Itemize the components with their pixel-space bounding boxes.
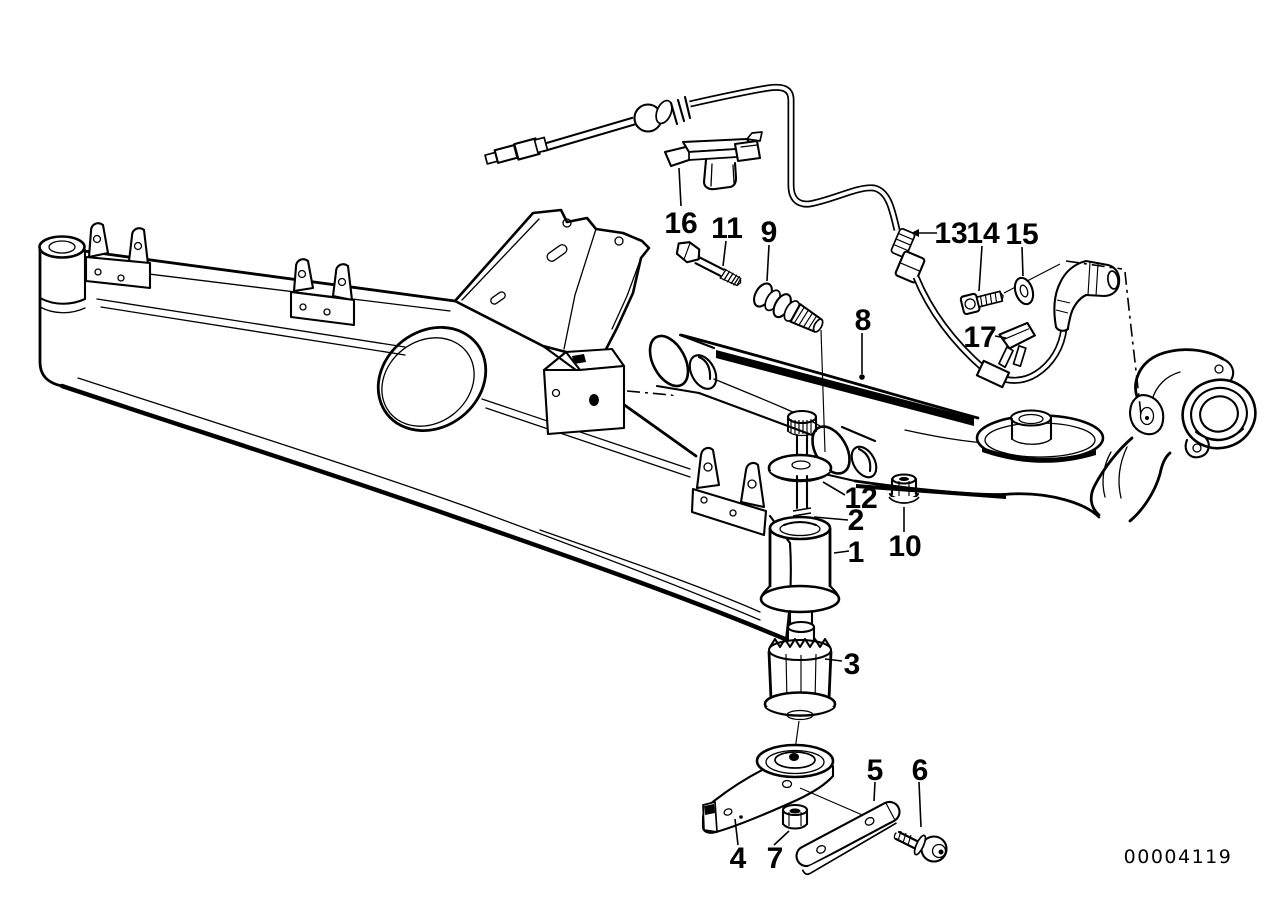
callout-13: 13	[934, 217, 967, 250]
leader-lines	[678, 167, 1024, 846]
wheel-bearing-bore	[1181, 378, 1257, 450]
reaction-lever	[701, 743, 868, 834]
guide-pin	[786, 409, 818, 458]
drawing-id: 00004119	[1124, 846, 1233, 868]
cable-collar	[975, 359, 1011, 389]
callout-9: 9	[761, 216, 778, 249]
spring-seat	[975, 409, 1105, 463]
callout-17: 17	[963, 321, 996, 354]
callout-6: 6	[912, 754, 929, 787]
callout-10: 10	[888, 530, 921, 563]
retaining-clip	[998, 321, 1036, 369]
cable-connector	[484, 136, 549, 165]
cable-ferrule	[633, 95, 692, 133]
callout-15: 15	[1005, 218, 1038, 251]
cable-adjuster	[890, 227, 926, 284]
callout-8: 8	[855, 304, 872, 337]
beam-oval-hole	[376, 326, 488, 432]
callout-16: 16	[664, 207, 697, 240]
cable-holder-clip	[663, 131, 763, 191]
beam-bracket-right	[690, 446, 768, 537]
callouts: 1 2 3 4 5 6 7 8 9 10 11 12 13 14 15 16 1…	[664, 207, 1038, 875]
pivot-bolt	[675, 241, 742, 287]
sensor-boss	[1129, 394, 1165, 436]
beam-bracket-left	[84, 222, 152, 290]
support-strap	[795, 800, 901, 876]
callout-7: 7	[767, 842, 784, 875]
arm-front-bushing	[648, 333, 718, 395]
bump-stop-sleeve	[763, 620, 837, 756]
callout-12: 12	[844, 482, 877, 515]
speed-sensor	[1053, 259, 1121, 332]
center-mount-bracket	[542, 347, 626, 436]
pivot-bushing	[753, 282, 826, 453]
callout-5: 5	[867, 754, 884, 787]
trailing-arm	[648, 333, 1146, 525]
callout-1: 1	[848, 536, 865, 569]
callout-3: 3	[844, 648, 861, 681]
flange-nut	[888, 473, 920, 504]
sensor-bolt	[959, 290, 1004, 316]
wheel-hub-carrier	[1089, 348, 1257, 525]
callout-14: 14	[966, 217, 1000, 250]
sensor-washer	[1013, 276, 1035, 306]
callout-11: 11	[711, 212, 743, 245]
beam-bracket-middle	[289, 258, 356, 327]
callout-2: 2	[848, 504, 865, 537]
bolt-axis-line	[1003, 263, 1061, 294]
strap-bolt	[893, 830, 948, 863]
sensor-cable	[484, 83, 1068, 389]
support-bushing	[759, 515, 841, 629]
sensor-axis	[1065, 260, 1142, 416]
pin-washer	[767, 453, 833, 483]
axle-beam	[38, 222, 792, 642]
lever-nut	[781, 803, 809, 830]
callout-4: 4	[730, 842, 747, 875]
diff-mount-plate	[453, 208, 651, 357]
